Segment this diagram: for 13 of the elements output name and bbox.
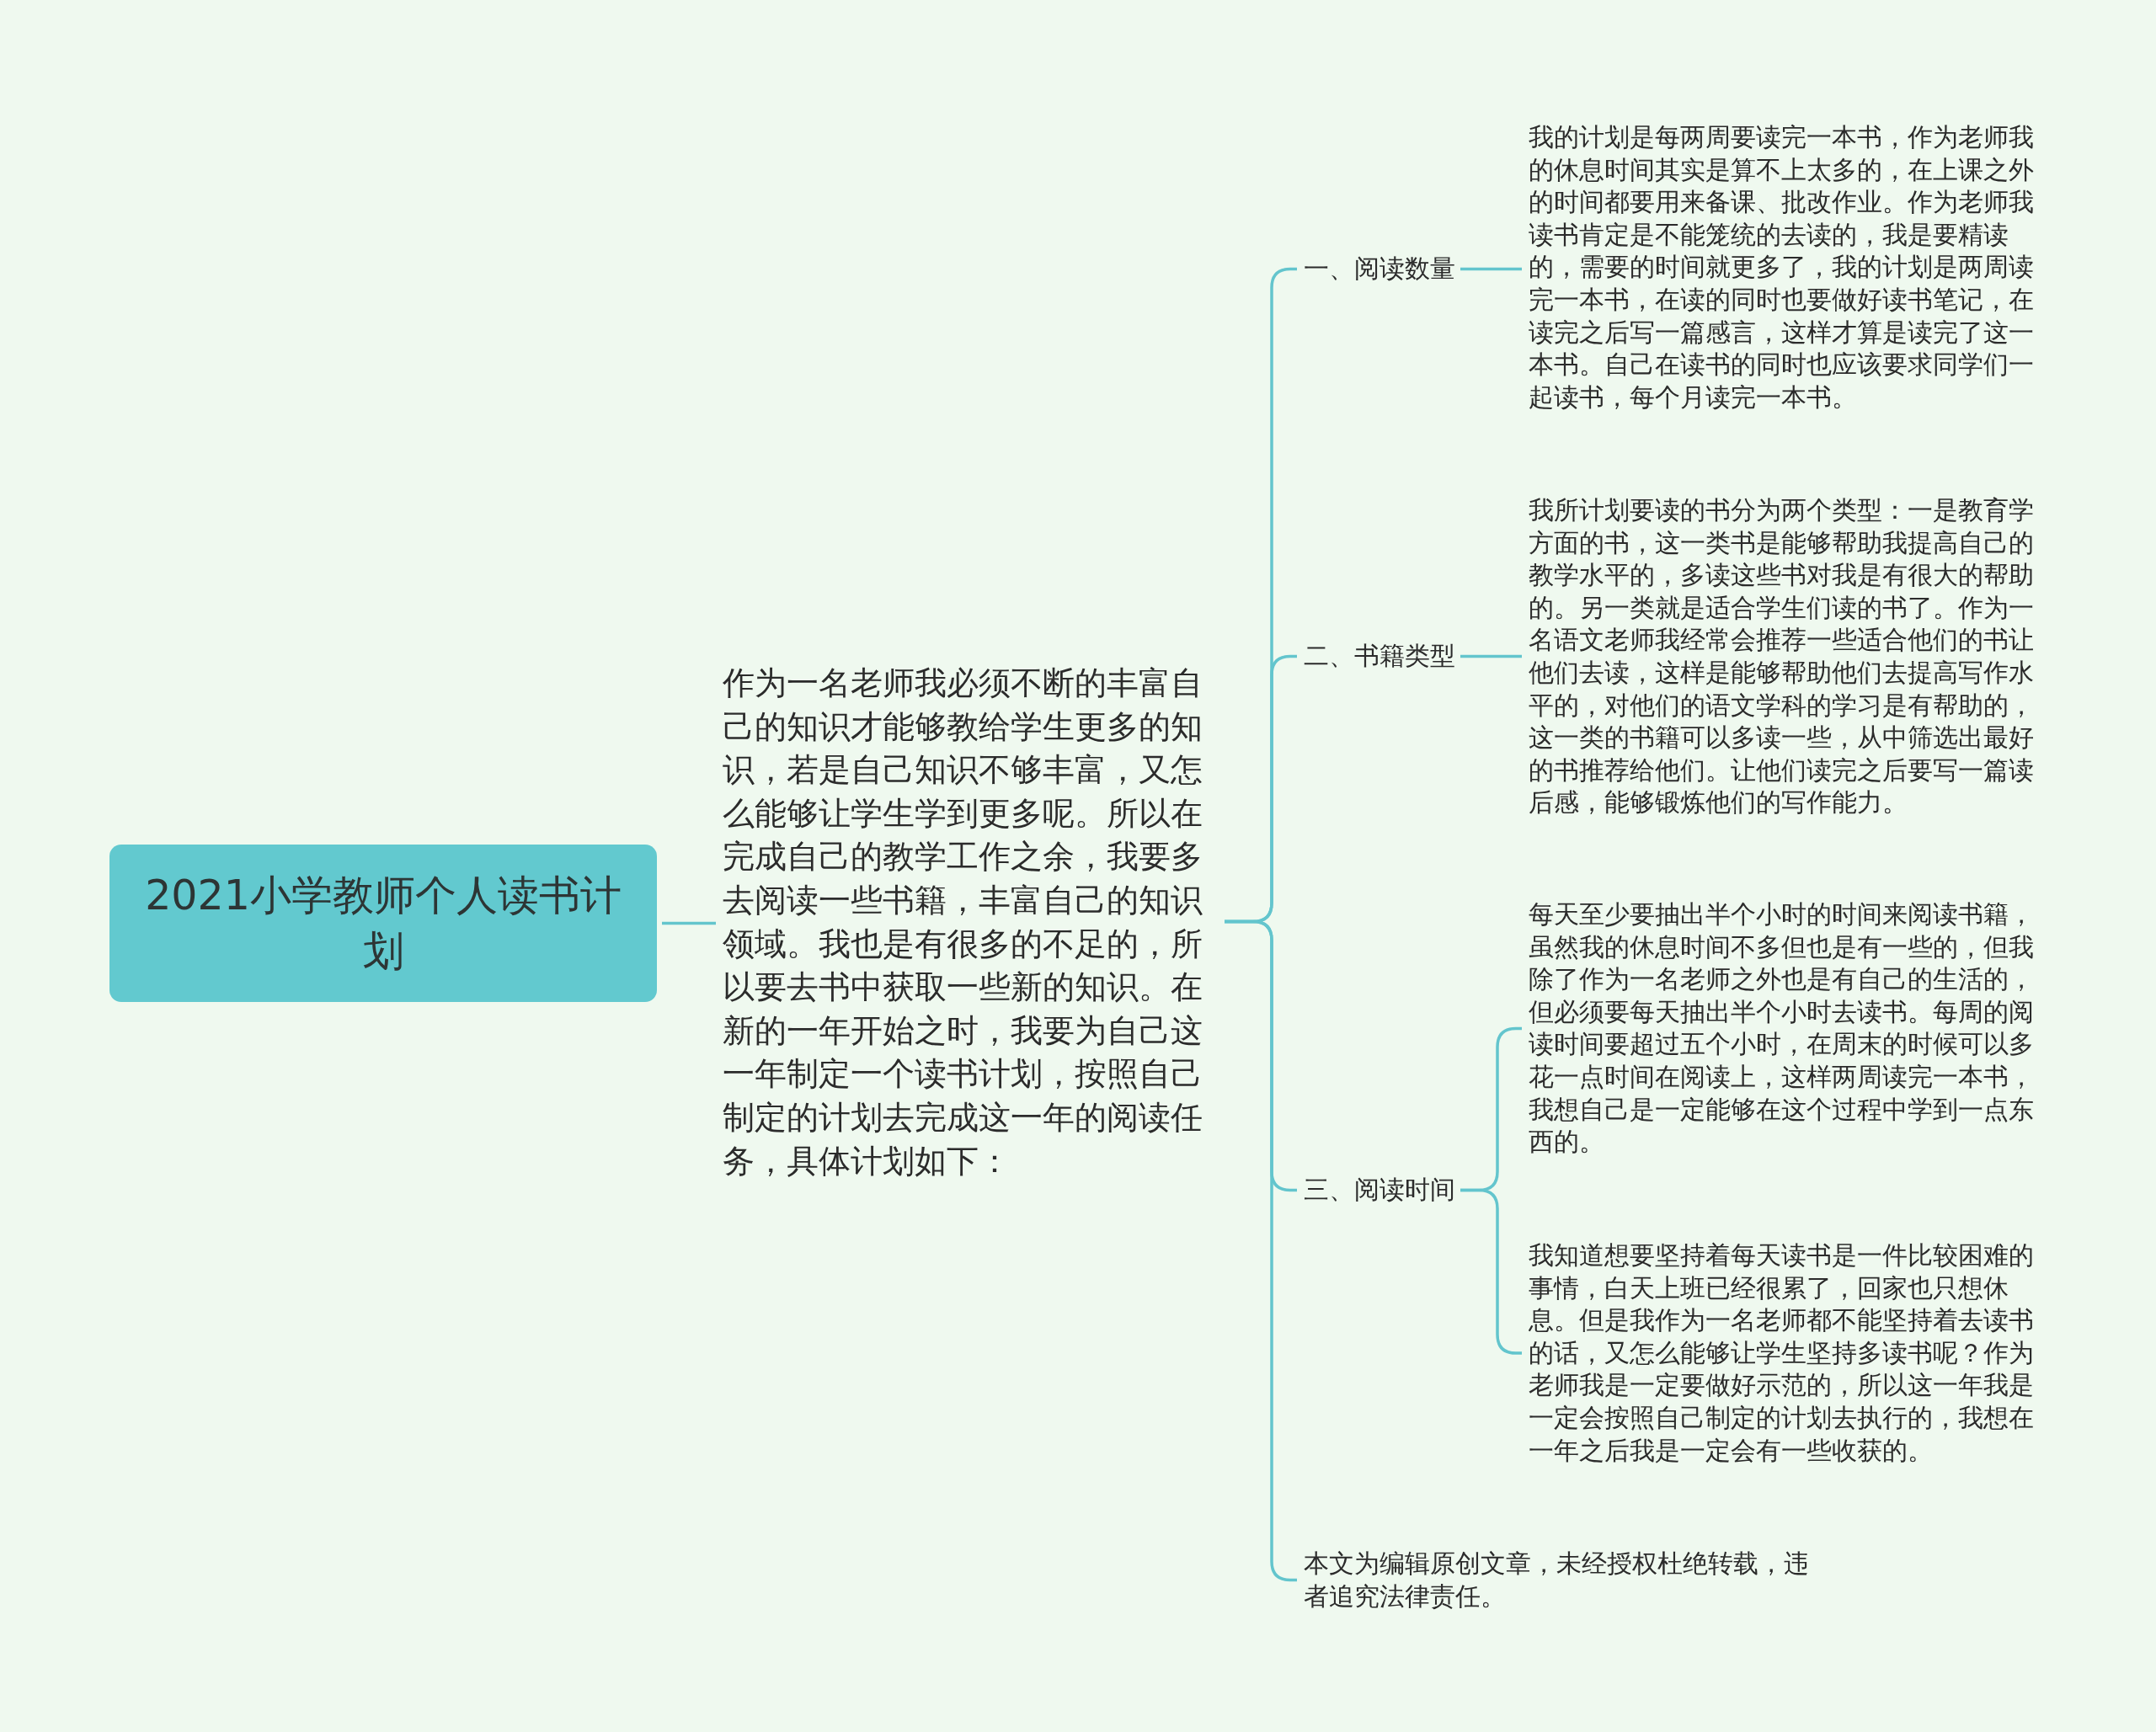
paragraph-text: 我知道想要坚持着每天读书是一件比较困难的事情，白天上班已经很累了，回家也只想休息。但是我作为一名老师都不能坚持着去读书的话，又怎么能够让学生坚持多读书呢？作为老师我是一定要做好示范的，所以这一年我是一定会按照自己制定的计划去执行的，我想在一年之后我是一定会有一些收获的。	[1529, 1239, 2049, 1468]
paragraph-text: 我的计划是每两周要读完一本书，作为老师我的休息时间其实是算不上太多的，在上课之外的时间都要用来备课、批改作业。作为老师我读书肯定是不能笼统的去读的，我是要精读的，需要的时间就更多了，我的计划是两周读完一本书，在读的同时也要做好读书笔记，在读完之后写一篇感言，这样才算是读完了这一本书。自己在读书的同时也应该要求同学们一起读书，每个月读完一本书。	[1529, 121, 2049, 414]
paragraph-text: 我所计划要读的书分为两个类型：一是教育学方面的书，这一类书是能够帮助我提高自己的教学水平的，多读这些书对我是有很大的帮助的。另一类就是适合学生们读的书了。作为一名语文老师我经常会推荐一些适合他们的书让他们去读，这样是能够帮助他们去提高写作水平的，对他们的语文学科的学习是有帮助的，这一类的书籍可以多读一些，从中筛选出最好的书推荐给他们。让他们读完之后要写一篇读后感，能够锻炼他们的写作能力。	[1529, 494, 2049, 819]
title-box: 2021小学教师个人读书计划	[109, 845, 657, 1002]
note-text: 本文为编辑原创文章，未经授权杜绝转载，违者追究法律责任。	[1304, 1548, 1817, 1613]
connector-line	[1460, 267, 1522, 271]
connector-line	[1460, 654, 1522, 658]
paragraph-text: 作为一名老师我必须不断的丰富自己的知识才能够教给学生更多的知识，若是自己知识不够丰富，又怎么能够让学生学到更多呢。所以在完成自己的教学工作之余，我要多去阅读一些书籍，丰富自己的知识领域。我也是有很多的不足的，所以要去书中获取一些新的知识。在新的一年开始之时，我要为自己这一年制定一个读书计划，按照自己制定的计划去完成这一年的阅读任务，具体计划如下：	[723, 661, 1219, 1183]
branch-label: 二、书籍类型	[1304, 640, 1455, 673]
branch-label: 一、阅读数量	[1304, 253, 1455, 285]
paragraph-text: 每天至少要抽出半个小时的时间来阅读书籍，虽然我的休息时间不多但也是有一些的，但我除了作为一名老师之外也是有自己的生活的，但必须要每天抽出半个小时去读书。每周的阅读时间要超过五个小时，在周末的时候可以多花一点时间在阅读上，这样两周读完一本书，我想自己是一定能够在这个过程中学到一点东西的。	[1529, 898, 2049, 1159]
branch-label: 三、阅读时间	[1304, 1174, 1455, 1207]
connector-line	[662, 921, 716, 925]
